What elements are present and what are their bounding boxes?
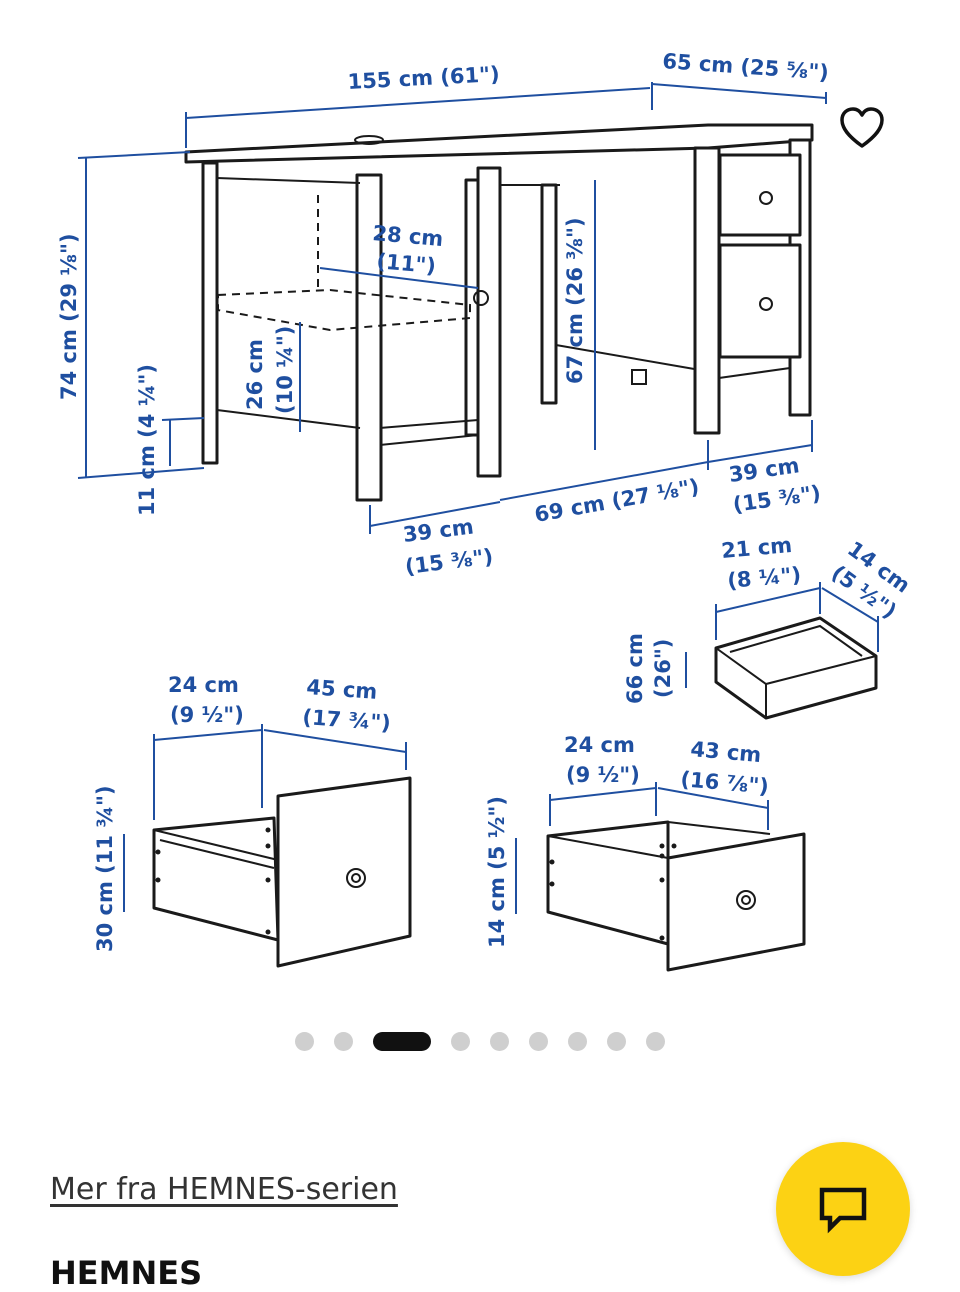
dim-small-width-cm: 24 cm xyxy=(564,733,635,757)
dim-right-width-in: (15 ⅜") xyxy=(731,481,822,517)
pagination-dot[interactable] xyxy=(295,1031,314,1051)
dim-tray-height-in: (26") xyxy=(651,639,675,698)
pagination-dot-active[interactable] xyxy=(373,1031,431,1051)
dim-small-width-in: (9 ½") xyxy=(566,763,640,787)
heart-icon xyxy=(840,107,884,148)
pagination-dot[interactable] xyxy=(529,1031,548,1051)
dim-right-width-cm: 39 cm xyxy=(727,453,801,487)
dim-tray-width-in: (8 ¼") xyxy=(726,563,802,593)
dim-left-width-in: (15 ⅜") xyxy=(404,544,495,579)
product-image-gallery[interactable]: 155 cm (61") 65 cm (25 ⅝") 74 cm (29 ⅛")… xyxy=(0,0,960,1010)
desk-drawing xyxy=(184,123,814,502)
chat-button[interactable] xyxy=(776,1142,910,1276)
dim-leg-gap: 11 cm (4 ¼") xyxy=(135,364,159,516)
dim-large-height: 30 cm (11 ¾") xyxy=(93,785,117,952)
dim-depth-total: 65 cm (25 ⅝") xyxy=(662,49,830,85)
dim-large-width-cm: 24 cm xyxy=(168,673,239,697)
dim-large-width-in: (9 ½") xyxy=(170,703,244,727)
chat-bubble-icon xyxy=(819,1187,867,1234)
dim-large-depth-cm: 45 cm xyxy=(306,675,378,704)
pagination-dot[interactable] xyxy=(490,1031,509,1051)
product-name: HEMNES xyxy=(50,1254,203,1292)
dim-left-width-cm: 39 cm xyxy=(402,515,475,547)
pagination-dot[interactable] xyxy=(451,1031,470,1051)
desk-dimensions xyxy=(77,82,827,534)
dim-middle-width: 69 cm (27 ⅛") xyxy=(533,474,701,527)
dim-tray-width-cm: 21 cm xyxy=(720,533,793,563)
tray-drawing xyxy=(685,582,879,720)
dim-shelf-in: (10 ¼") xyxy=(273,326,297,414)
dim-width-total: 155 cm (61") xyxy=(347,62,500,94)
pagination-dot[interactable] xyxy=(607,1031,626,1051)
pagination-dot[interactable] xyxy=(568,1031,587,1051)
dim-shelf-cm: 26 cm xyxy=(243,339,267,410)
dim-clearance: 67 cm (26 ⅜") xyxy=(563,217,587,384)
dim-small-height: 14 cm (5 ½") xyxy=(485,796,509,948)
pagination-dot[interactable] xyxy=(646,1031,665,1051)
dimension-drawing: 155 cm (61") 65 cm (25 ⅝") 74 cm (29 ⅛")… xyxy=(57,49,915,972)
dim-height-total: 74 cm (29 ⅛") xyxy=(57,233,81,400)
dim-small-depth-cm: 43 cm xyxy=(690,737,763,767)
carousel-pagination xyxy=(0,1030,960,1052)
dim-large-depth-in: (17 ¾") xyxy=(302,705,392,735)
favourite-button[interactable] xyxy=(834,100,890,156)
large-drawer-drawing xyxy=(123,724,412,968)
dim-inner-depth-in: (11") xyxy=(376,249,437,278)
series-link[interactable]: Mer fra HEMNES-serien xyxy=(50,1172,398,1207)
small-drawer-drawing xyxy=(515,782,806,972)
dim-tray-height-cm: 66 cm xyxy=(623,633,647,704)
pagination-dot[interactable] xyxy=(334,1031,353,1051)
